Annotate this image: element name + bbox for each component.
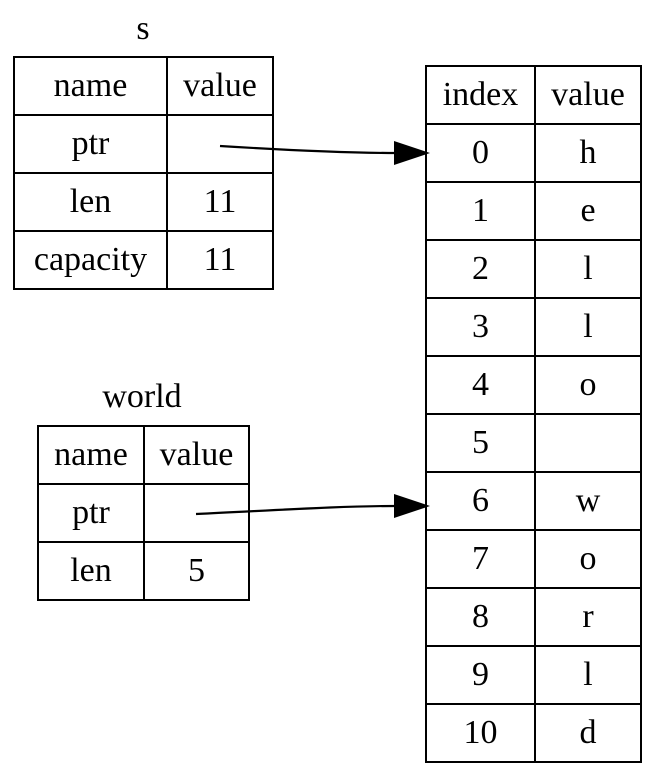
field-value-ptr <box>166 114 274 174</box>
table-row: len 5 <box>37 541 250 601</box>
byte-index: 10 <box>425 703 536 763</box>
byte-index: 7 <box>425 529 536 589</box>
table-row: ptr <box>37 483 250 543</box>
byte-index: 8 <box>425 587 536 647</box>
byte-value: r <box>534 587 642 647</box>
field-name-len: len <box>13 172 168 232</box>
byte-value: o <box>534 529 642 589</box>
byte-index: 3 <box>425 297 536 357</box>
byte-value: e <box>534 181 642 241</box>
byte-value: d <box>534 703 642 763</box>
header-value: value <box>143 425 250 485</box>
field-name-ptr: ptr <box>13 114 168 174</box>
byte-index: 0 <box>425 123 536 183</box>
table-row: 5 <box>425 413 642 473</box>
field-value-ptr <box>143 483 250 543</box>
byte-index: 6 <box>425 471 536 531</box>
table-row: ptr <box>13 114 274 174</box>
s-struct-table: name value ptr len 11 capacity 11 <box>13 56 274 290</box>
byte-index: 4 <box>425 355 536 415</box>
field-name-ptr: ptr <box>37 483 145 543</box>
byte-value: w <box>534 471 642 531</box>
byte-value: l <box>534 239 642 299</box>
byte-value: h <box>534 123 642 183</box>
byte-value <box>534 413 642 473</box>
table-header-row: name value <box>13 56 274 116</box>
header-index: index <box>425 65 536 125</box>
field-name-len: len <box>37 541 145 601</box>
byte-index: 9 <box>425 645 536 705</box>
table-header-row: name value <box>37 425 250 485</box>
table-header-row: index value <box>425 65 642 125</box>
table-row: capacity 11 <box>13 230 274 290</box>
table-row: len 11 <box>13 172 274 232</box>
byte-index: 1 <box>425 181 536 241</box>
world-struct-table: name value ptr len 5 <box>37 425 250 601</box>
field-value-len: 11 <box>166 172 274 232</box>
header-value: value <box>166 56 274 116</box>
byte-value: o <box>534 355 642 415</box>
byte-index: 2 <box>425 239 536 299</box>
field-value-len: 5 <box>143 541 250 601</box>
header-name: name <box>37 425 145 485</box>
byte-value: l <box>534 297 642 357</box>
s-title: s <box>136 10 150 47</box>
header-value: value <box>534 65 642 125</box>
world-title: world <box>102 378 182 415</box>
field-value-capacity: 11 <box>166 230 274 290</box>
field-name-capacity: capacity <box>13 230 168 290</box>
byte-value: l <box>534 645 642 705</box>
header-name: name <box>13 56 168 116</box>
byte-index: 5 <box>425 413 536 473</box>
